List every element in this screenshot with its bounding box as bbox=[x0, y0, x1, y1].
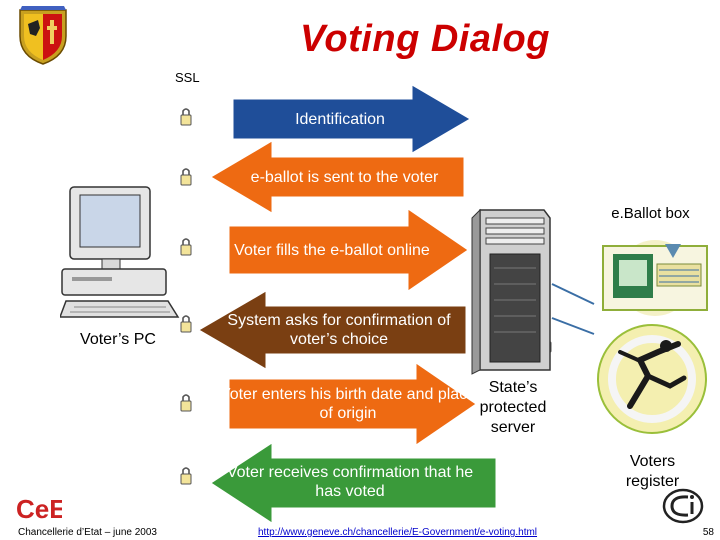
voters-register-label: Voters register bbox=[625, 453, 680, 490]
step-arrow-voter-receives bbox=[210, 442, 497, 524]
step-label-eballot-sent: e-ballot is sent to the voter bbox=[250, 168, 439, 186]
step-arrow-voter-fills bbox=[228, 208, 469, 292]
page-number: 58 bbox=[702, 527, 714, 538]
step-label-system-asks: System asks for confirmation of voter’s … bbox=[227, 312, 451, 348]
ballot-box-icon bbox=[602, 240, 708, 316]
padlock-icon bbox=[180, 168, 192, 186]
footer-url-link[interactable]: http://www.geneve.ch/chancellerie/E-Gove… bbox=[258, 527, 538, 538]
cee-logo-icon: CeE bbox=[14, 494, 62, 524]
step-arrow-identification bbox=[232, 84, 471, 154]
voters-register-icon bbox=[597, 324, 707, 434]
page-title: Voting Dialog bbox=[300, 18, 550, 60]
step-label-identification: Identification bbox=[295, 110, 385, 128]
padlock-icon bbox=[180, 315, 192, 333]
computer-icon bbox=[60, 186, 180, 318]
padlock-icon bbox=[180, 394, 192, 412]
voters-pc-label: Voter’s PC bbox=[80, 331, 156, 348]
svg-text:CeE: CeE bbox=[16, 494, 62, 524]
step-arrow-voter-enters bbox=[228, 362, 477, 446]
step-label-voter-enters: Voter enters his birth date and place of… bbox=[219, 386, 477, 422]
server-icon bbox=[471, 208, 551, 375]
padlock-icon bbox=[180, 108, 192, 126]
geneva-coat-of-arms-icon bbox=[19, 6, 67, 65]
padlock-icon bbox=[180, 238, 192, 256]
padlock-icon bbox=[180, 467, 192, 485]
step-label-voter-receives: Voter receives confirmation that he has … bbox=[226, 464, 474, 500]
server-label: State’s protected server bbox=[479, 379, 547, 436]
ssl-label: SSL bbox=[175, 70, 200, 85]
step-arrow-system-asks bbox=[198, 290, 467, 370]
step-arrow-eballot-sent bbox=[210, 140, 465, 214]
step-label-voter-fills: Voter fills the e-ballot online bbox=[234, 241, 430, 259]
ci-logo-icon bbox=[662, 488, 704, 524]
footer-left-text: Chancellerie d’Etat – june 2003 bbox=[18, 527, 157, 538]
eballot-box-label: e.Ballot box bbox=[611, 205, 690, 222]
connector-lines bbox=[551, 283, 595, 335]
